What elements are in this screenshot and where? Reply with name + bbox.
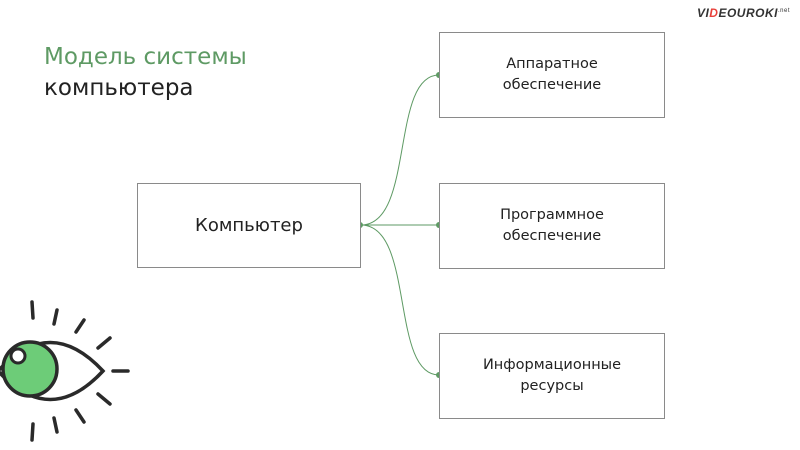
eye-icon xyxy=(0,300,130,442)
connector-hardware xyxy=(360,74,440,226)
diagram-root-node: Компьютер xyxy=(137,183,361,268)
diagram-node-hardware: Аппаратное обеспечение xyxy=(439,32,665,118)
brand-logo-prefix: VI xyxy=(696,6,710,20)
diagram-node-software-label: Программное обеспечение xyxy=(500,207,604,244)
diagram-root-label: Компьютер xyxy=(195,215,303,236)
slide-title-line-1: Модель системы xyxy=(44,44,247,70)
brand-logo-tld: .net xyxy=(777,8,790,14)
brand-logo: VIDEOUROKI.net xyxy=(697,6,790,20)
brand-logo-accent: D xyxy=(709,6,719,20)
diagram-node-hardware-label: Аппаратное обеспечение xyxy=(502,56,602,93)
diagram-node-information-label: Информационные ресурсы xyxy=(482,357,622,394)
slide-title: Модель системы компьютера xyxy=(44,42,247,104)
brand-logo-rest: EOUROKI xyxy=(718,6,778,20)
connector-information xyxy=(360,224,440,376)
diagram-node-information: Информационные ресурсы xyxy=(439,333,665,419)
diagram-node-software: Программное обеспечение xyxy=(439,183,665,269)
slide-title-line-2: компьютера xyxy=(44,75,194,101)
